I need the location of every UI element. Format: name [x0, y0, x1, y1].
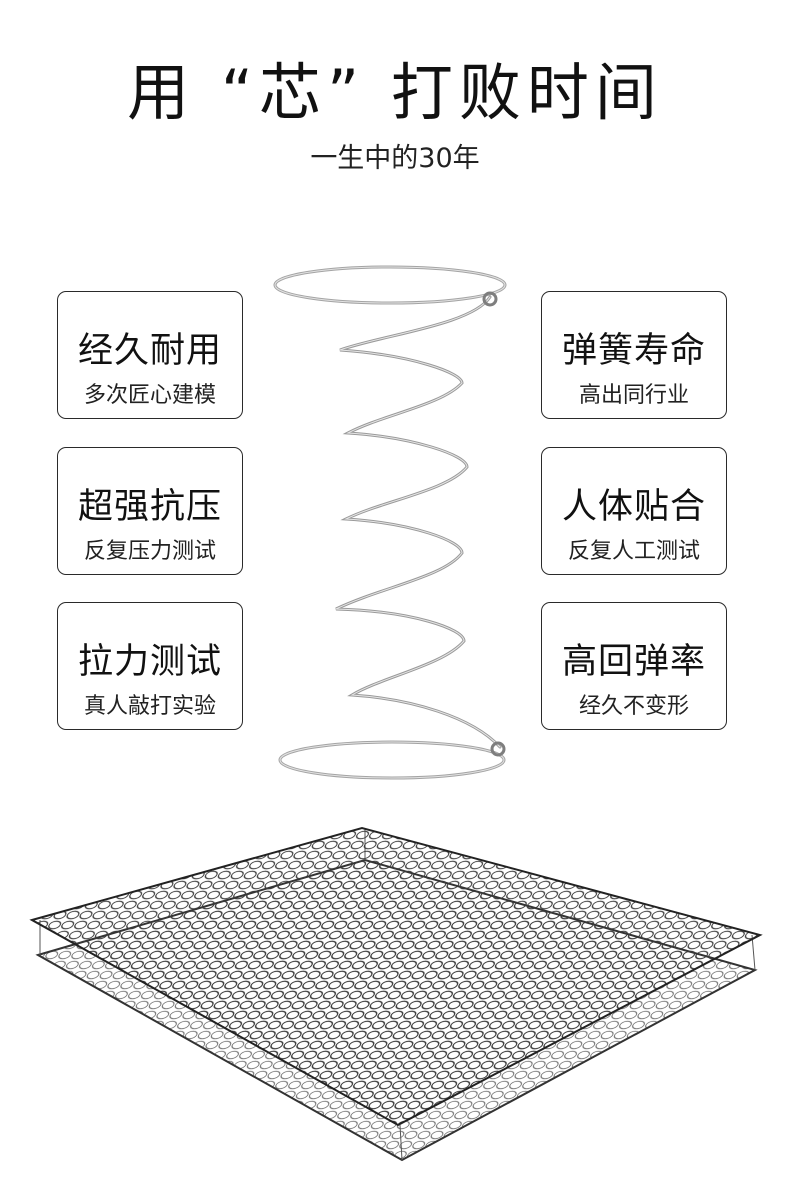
coil-spring-image: [273, 265, 507, 780]
spring-mesh-image: [29, 826, 763, 1162]
feature-subtitle: 反复人工测试: [567, 539, 700, 564]
feature-card-rebound: 高回弹率 经久不变形: [541, 602, 727, 730]
page-subtitle: 一生中的30年: [310, 143, 480, 174]
feature-title: 拉力测试: [77, 642, 222, 682]
feature-card-durable: 经久耐用 多次匠心建模: [57, 291, 243, 419]
feature-title: 人体贴合: [561, 487, 706, 527]
feature-subtitle: 真人敲打实验: [83, 694, 216, 719]
feature-title: 超强抗压: [77, 487, 222, 527]
feature-card-pressure: 超强抗压 反复压力测试: [57, 447, 243, 575]
feature-title: 弹簧寿命: [561, 331, 706, 371]
feature-card-ergonomic: 人体贴合 反复人工测试: [541, 447, 727, 575]
page-title: 用 “芯” 打败时间: [127, 56, 663, 129]
feature-subtitle: 高出同行业: [578, 383, 689, 408]
feature-card-lifespan: 弹簧寿命 高出同行业: [541, 291, 727, 419]
feature-subtitle: 经久不变形: [578, 694, 689, 719]
feature-subtitle: 反复压力测试: [83, 539, 216, 564]
feature-title: 高回弹率: [561, 642, 706, 682]
feature-title: 经久耐用: [77, 331, 222, 371]
feature-subtitle: 多次匠心建模: [83, 383, 216, 408]
feature-card-tension: 拉力测试 真人敲打实验: [57, 602, 243, 730]
